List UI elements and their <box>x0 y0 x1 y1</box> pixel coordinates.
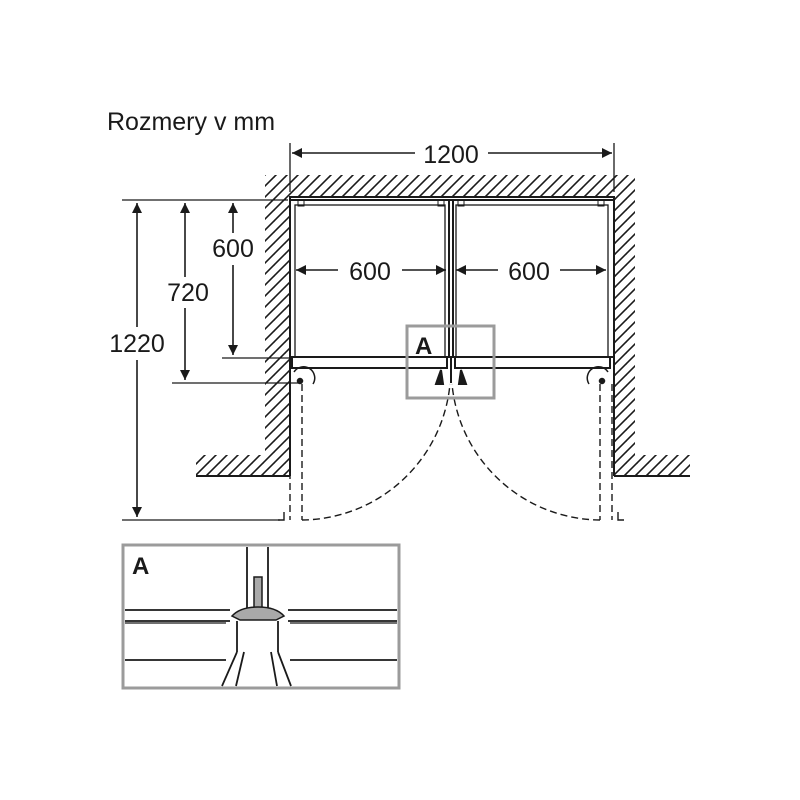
hinge-right <box>586 366 609 385</box>
open-door-swing <box>278 383 624 521</box>
dimension-label-right-600: 600 <box>508 258 550 286</box>
dimension-door-widths: 600 600 <box>296 258 606 286</box>
detail-marker: A <box>405 324 496 400</box>
dimension-depths <box>122 199 300 521</box>
dimension-label-1200: 1200 <box>423 141 479 169</box>
detail-inset: A <box>121 543 401 690</box>
appliance-body <box>289 199 615 358</box>
dimension-label-600-depth: 600 <box>212 235 254 263</box>
dimension-label-1220: 1220 <box>109 330 165 358</box>
hinge-left <box>293 366 316 385</box>
diagram-title: Rozmery v mm <box>107 108 275 136</box>
doors <box>291 356 611 385</box>
detail-marker-label: A <box>415 333 432 360</box>
detail-inset-label: A <box>132 553 149 580</box>
dimension-label-720: 720 <box>167 279 209 307</box>
dimension-total-width: 1200 <box>289 141 615 192</box>
dimension-label-left-600: 600 <box>349 258 391 286</box>
